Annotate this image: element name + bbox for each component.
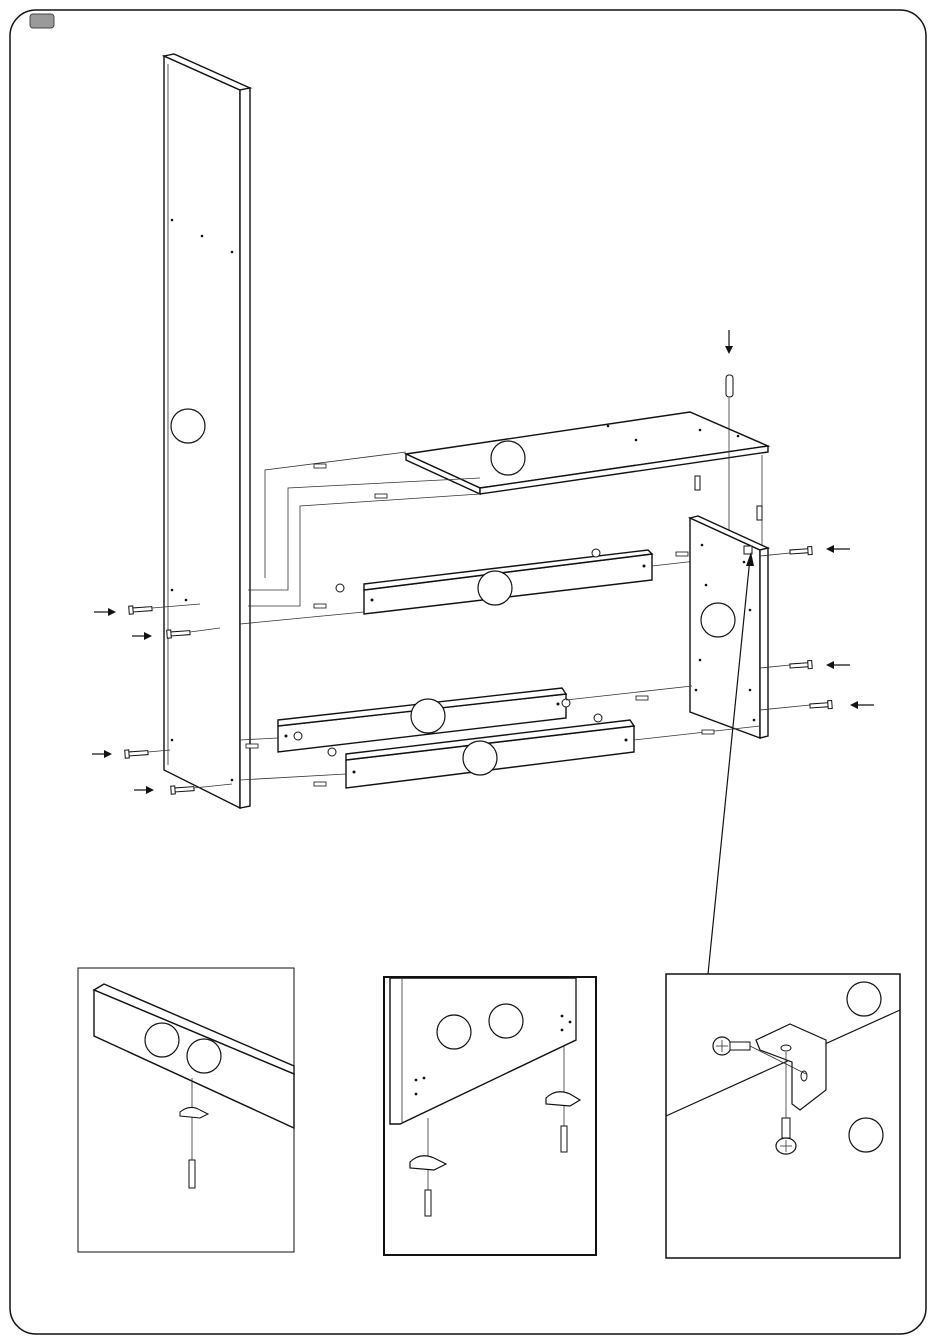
part-bubble-rail-lower-front — [463, 741, 497, 775]
detail-left-bubble-1 — [145, 1023, 179, 1057]
detail-right-bubble-1 — [847, 982, 881, 1016]
arrow-left-icon — [850, 701, 874, 709]
arrow-right-icon — [92, 750, 112, 758]
detail-panel-left — [78, 968, 294, 1252]
part-bubble-top-shelf — [491, 441, 525, 475]
part-bubble-side-panel-left — [171, 409, 205, 443]
arrow-left-icon — [826, 661, 850, 669]
part-bubble-side-panel-right — [701, 603, 735, 637]
detail-right-bubble-2 — [849, 1118, 883, 1152]
top-shelf — [406, 412, 768, 494]
part-bubble-rail-upper — [478, 571, 512, 605]
detail-center-bubble-1 — [437, 1015, 471, 1049]
arrow-right-icon — [132, 632, 152, 640]
detail-panel-center — [384, 977, 596, 1255]
arrow-left-icon — [826, 545, 850, 553]
dowel-pin — [726, 375, 733, 397]
detail-center-bubble-2 — [489, 1004, 523, 1038]
arrow-down-icon — [725, 330, 733, 354]
detail-left-bubble-2 — [187, 1039, 221, 1073]
part-bubble-rail-lower-back — [411, 699, 445, 733]
arrow-right-icon — [94, 608, 116, 616]
step-tag — [30, 14, 54, 28]
detail-panel-right — [666, 974, 900, 1258]
arrow-right-icon — [134, 786, 154, 794]
